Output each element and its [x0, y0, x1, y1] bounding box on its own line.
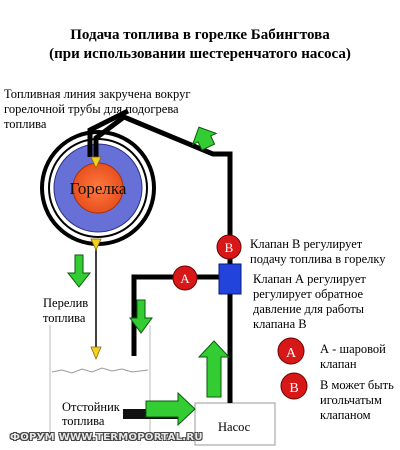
- pump-label: Насос: [218, 420, 251, 434]
- flow-arrow-overflow: [66, 254, 92, 288]
- fuel-line-note-3: топлива: [4, 117, 47, 131]
- pipe-wrap-line: [87, 108, 130, 157]
- supply-pipe-top: [93, 114, 233, 262]
- flow-arrows: [66, 126, 231, 427]
- valve-a-note-3: давление для работы: [253, 302, 365, 316]
- settling-tank-label-2: топлива: [62, 414, 105, 428]
- flow-arrow-top: [191, 126, 218, 151]
- return-pipe: [131, 274, 176, 356]
- settling-tank-label-1: Отстойник: [62, 400, 120, 414]
- valve-a-letter: А: [180, 271, 190, 286]
- flow-arrow-to-pump: [145, 391, 196, 427]
- title-line-1: Подача топлива в горелке Бабингтова: [70, 27, 330, 43]
- nozzle-arrow-top: [90, 156, 102, 169]
- watermark: ФОРУМ WWW.TERMOPORTAL.RU: [10, 432, 203, 443]
- legend-b-letter: В: [289, 381, 298, 396]
- settling-tank: [49, 325, 151, 440]
- pump-box: [194, 402, 276, 446]
- valve-a-note-2: регулирует обратное: [253, 287, 364, 301]
- fuel-line-note-1: Топливная линия закручена вокруг: [4, 87, 191, 101]
- nozzle-arrows: [90, 156, 102, 361]
- legend-b-text-1: В может быть: [320, 378, 394, 392]
- legend-a-circle: [277, 337, 305, 365]
- title-line-2: (при использовании шестеренчатого насоса…: [49, 46, 351, 62]
- legend-a-letter: А: [286, 346, 297, 361]
- fuel-line-note-2: горелочной трубы для подогрева: [4, 102, 179, 116]
- burner-assembly: [40, 130, 156, 246]
- overflow-label-1: Перелив: [43, 296, 89, 310]
- valve-b-note-2: подачу топлива в горелку: [250, 252, 386, 266]
- valve-a-circle: [172, 265, 198, 291]
- flow-arrow-return: [129, 299, 153, 334]
- valve-a-note-4: клапана В: [253, 317, 307, 331]
- legend-a-text-2: клапан: [320, 357, 357, 371]
- nozzle-arrow-mid: [90, 238, 102, 251]
- valve-b-note-1: Клапан В регулирует: [250, 237, 363, 251]
- burner-label: Горелка: [70, 179, 127, 198]
- valve-b-letter: В: [225, 240, 234, 255]
- legend-b-circle: [280, 372, 308, 400]
- legend-a-text-1: А - шаровой: [320, 342, 386, 356]
- fuel-level-line: [51, 367, 149, 374]
- overflow-label-2: топлива: [43, 311, 86, 325]
- valve-body-blue: [218, 263, 242, 295]
- legend-b-text-2: игольчатым: [320, 393, 382, 407]
- valve-a-note-1: Клапан А регулирует: [253, 272, 366, 286]
- valve-b-circle: [216, 234, 242, 260]
- legend-b-text-3: клапаном: [320, 408, 371, 422]
- flow-arrow-pump-up: [197, 340, 231, 398]
- nozzle-arrow-bottom: [90, 346, 102, 361]
